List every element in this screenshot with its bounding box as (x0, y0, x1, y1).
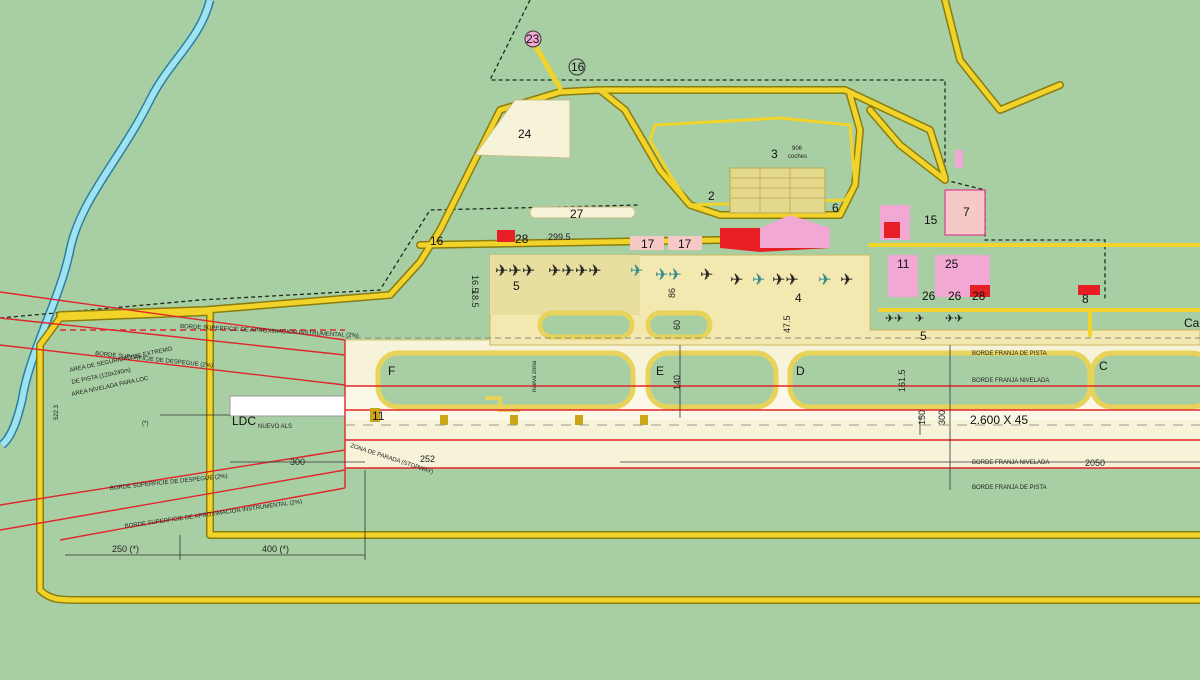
dim-60: 60 (672, 320, 682, 330)
number-labels: 23 16 16 24 3 906 coches 2 6 27 28 17 17… (142, 32, 1200, 430)
building-17a (630, 236, 664, 250)
label-ca: Ca (1184, 316, 1200, 330)
perimeter-boundary (0, 0, 1106, 319)
dim-47-5: 47.5 (782, 315, 792, 333)
dimension-lines (65, 345, 1200, 560)
runway-marks (370, 408, 648, 425)
label-28b: 28 (972, 289, 986, 303)
label-28a: 28 (515, 232, 529, 246)
road-network (36, 0, 1200, 604)
building-8 (1078, 285, 1100, 295)
dim-150: 150 (917, 410, 927, 425)
label-4: 4 (795, 291, 802, 305)
svg-text:✈✈: ✈✈ (772, 272, 799, 289)
svg-text:✈✈✈: ✈✈✈ (495, 263, 535, 280)
dim-2050: 2050 (1085, 458, 1105, 468)
aircraft-stands: ✈✈✈ ✈✈✈✈ ✈ ✈✈ ✈ ✈ ✈ ✈✈ ✈ ✈ ✈✈ ✈ ✈✈ (495, 263, 963, 325)
svg-text:✈✈✈✈: ✈✈✈✈ (548, 263, 602, 280)
ldc-paren: (*) (142, 421, 148, 427)
dim-400: 400 (*) (262, 544, 289, 554)
svg-text:✈: ✈ (915, 313, 924, 325)
svg-text:✈✈: ✈✈ (885, 313, 903, 325)
label-11: 11 (897, 257, 910, 271)
building-27 (529, 206, 636, 219)
parking-24 (474, 99, 571, 159)
dim-252: 252 (420, 454, 435, 464)
label-16a: 16 (571, 60, 585, 74)
taxiway-c: C (1099, 359, 1108, 373)
label-25: 25 (945, 257, 959, 271)
taxiway-d: D (796, 364, 805, 378)
dim-161-5: 161.5 (897, 369, 907, 392)
dim-299-5: 299.5 (548, 232, 571, 242)
label-17a: 17 (641, 237, 655, 251)
building-11 (888, 255, 918, 297)
label-7: 7 (963, 205, 970, 219)
dim-522-3: 522.3 (54, 404, 60, 420)
ann-borde-franja-pista-top: BORDE FRANJA DE PISTA (972, 351, 1047, 357)
building-28 (497, 230, 515, 242)
label-5a: 5 (513, 279, 520, 293)
marker-23 (524, 30, 542, 48)
label-27: 27 (570, 207, 584, 221)
label-24: 24 (518, 127, 532, 141)
surface-lines (0, 291, 1200, 541)
ldc-label: LDC (232, 414, 256, 428)
runway-dimensions: 2.600 X 45 (970, 413, 1028, 427)
svg-text:✈: ✈ (630, 263, 643, 280)
ann-borde-franja-pista-bot: BORDE FRANJA DE PISTA (972, 485, 1047, 491)
runway-number: 11 (372, 409, 385, 423)
label-6: 6 (832, 201, 839, 215)
river (0, 0, 215, 449)
dim-16-5: 16.5 (470, 275, 480, 293)
dim-86: 86 (667, 288, 677, 298)
svg-text:✈✈: ✈✈ (655, 267, 682, 284)
label-5b: 5 (920, 329, 927, 343)
dimension-labels: 299.5 16.5 18.5 86 60 47.5 140 161.5 150… (54, 232, 1105, 554)
building-7 (944, 189, 986, 236)
taxiway-f: F (388, 364, 395, 378)
dim-140: 140 (672, 375, 682, 390)
label-coches-b: coches (788, 154, 807, 160)
marker-16 (568, 58, 586, 76)
terminal-building (720, 215, 830, 252)
dim-300v: 300 (937, 410, 947, 425)
ann-nueva-zona: nueva zona (532, 360, 538, 392)
label-26a: 26 (922, 289, 936, 303)
svg-text:✈✈: ✈✈ (945, 313, 963, 325)
ann-borde-franja-nivelada-bot: BORDE FRANJA NIVELADA (972, 460, 1049, 466)
label-17b: 17 (678, 237, 692, 251)
taxiway-e: E (656, 364, 664, 378)
label-3: 3 (771, 147, 778, 161)
label-23: 23 (526, 32, 540, 46)
dim-250: 250 (*) (112, 544, 139, 554)
parking-3 (729, 167, 826, 214)
svg-text:✈: ✈ (730, 272, 743, 289)
ann-borde-franja-nivelada-top: BORDE FRANJA NIVELADA (972, 378, 1049, 384)
dim-300h: 300 (290, 457, 305, 467)
dim-18-5: 18.5 (470, 290, 480, 308)
label-2: 2 (708, 189, 715, 203)
label-15: 15 (924, 213, 938, 227)
building-15 (880, 205, 910, 240)
label-26b: 26 (948, 289, 962, 303)
svg-text:✈: ✈ (752, 272, 765, 289)
building-25-26 (935, 255, 990, 297)
svg-text:✈: ✈ (700, 267, 713, 284)
building-17b (668, 236, 702, 250)
svg-text:✈: ✈ (840, 272, 853, 289)
svg-text:✈: ✈ (818, 272, 831, 289)
label-8: 8 (1082, 292, 1089, 306)
label-16b: 16 (430, 234, 444, 248)
tower (955, 150, 963, 168)
label-coches-a: 906 (792, 146, 803, 152)
taxiway-islands (375, 310, 1200, 410)
nuevo-als: NUEVO ALS (258, 424, 292, 430)
